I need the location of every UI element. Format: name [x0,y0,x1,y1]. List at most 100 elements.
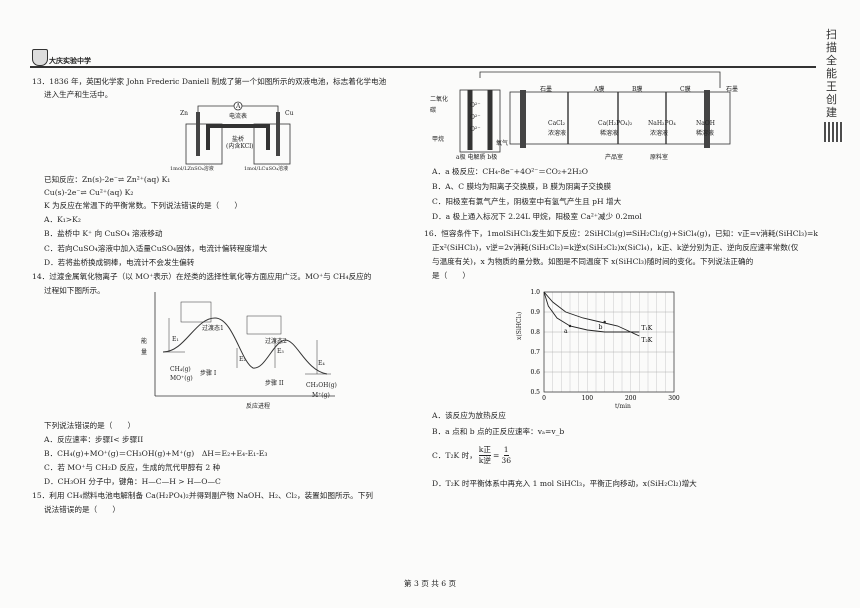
q15-o2-3: O²⁻ [470,126,481,133]
q14-xlabel: 反应进程 [246,403,271,410]
q14-reactant-1: CH₄(g) [170,366,191,373]
q14-product-1: CH₃OH(g) [306,382,337,389]
q15-membrane-c: C膜 [680,86,691,93]
q15-methane: 甲烷 [432,136,445,143]
chart-point-label: a [564,328,568,335]
q15-cell3b: 浓溶液 [650,130,669,137]
chart-ytick-label: 0.6 [530,369,540,376]
scanner-watermark: 扫描全能王 创建 [826,28,837,119]
q13-salt-bridge-note: (内含KCl) [226,143,254,150]
q16-stem-1: 16．恒容条件下，1molSiHCl₃发生如下反应：2SiHCl₃(g)⇌SiH… [424,229,819,238]
q16-option-c-kfrac: k正 k逆 [478,444,491,466]
chart-ytick-label: 0.8 [530,329,540,336]
chart-xtick-label: 300 [668,395,680,402]
q16-stem-2: 正x²(SiHCl₃)，v逆=2v消耗(SiH₂Cl₂)=k逆x(SiH₂Cl₂… [432,243,799,252]
q16-option-c-knum: k正 [478,444,491,456]
chart-series-line [543,291,640,333]
q14-option-c: C．若 MO⁺与 CH₂D 反应，生成的氘代甲醇有 2 种 [44,463,221,472]
q15-electrolysis-figure [459,71,731,153]
q15-option-b: B．A、C 膜均为阳离子交换膜，B 膜为阴离子交换膜 [432,182,612,191]
q15-cell4b: 稀溶液 [696,130,715,137]
q14-e1: E₁ [172,336,179,343]
q16-option-c: C．T₂K 时， k正 k逆 = 1 36 [432,444,511,466]
q13-right-solution: 1mol/LCuSO₄溶液 [244,166,289,172]
chart-ytick-label: 0.7 [530,349,540,356]
q16-option-d: D．T₂K 时平衡体系中再充入 1 mol SiHCl₃，平衡正向移动，x(Si… [432,479,697,488]
q16-stem-4: 是（ ） [432,271,470,280]
q14-prompt: 下列说法错误的是（ ） [44,421,136,430]
chart-xtick-label: 100 [582,395,594,402]
q13-cu-label: Cu [285,110,294,117]
q15-graphite-left: 石墨 [540,86,553,93]
q15-oxygen: 氧气 [496,140,509,147]
chart-frame [543,291,675,393]
q13-known-3: K 为反应在常温下的平衡常数。下列说法错误的是（ ） [44,201,242,210]
q13-stem-1: 13．1836 年，英国化学家 John Frederic Daniell 制成… [32,77,387,86]
q15-cell2: Ca(H₂PO₄)₂ [598,120,633,127]
chart-series-label: T₁K [641,325,652,332]
q14-option-b: B．CH₄(g)+MO⁺(g)＝CH₃OH(g)+M⁺(g) ΔH＝E₂+E₄-… [44,449,268,458]
chart-ytick-label: 0.5 [530,389,540,396]
q16-option-a: A．该反应为放热反应 [432,411,506,420]
q15-o2-2: O²⁻ [470,114,481,121]
q15-option-a: A．a 极反应：CH₄-8e⁻+4O²⁻＝CO₂+2H₂O [432,167,589,176]
q15-cell1: CaCl₂ [548,120,566,127]
q15-membrane-a: A膜 [594,86,605,93]
q13-ammeter-label: A [236,103,241,110]
q14-step2: 步骤 II [265,380,284,387]
q16-option-c-equals: = [493,450,500,460]
q13-option-b: B．盐桥中 K⁺ 向 CuSO₄ 溶液移动 [44,229,163,238]
q13-left-solution: 1mol/LZnSO₄溶液 [170,166,214,172]
q15-option-d: D．a 极上通入标况下 2.24L 甲烷，阳极室 Ca²⁺减少 0.2mol [432,212,642,221]
q13-option-c: C．若向CuSO₄溶液中加入适量CuSO₄固体，电流计偏转程度增大 [44,244,268,253]
q15-cell1b: 浓溶液 [548,130,567,137]
q15-option-c: C．阳极室有氯气产生，阴极室中有氢气产生且 pH 增大 [432,197,622,206]
q15-o2-1: O²⁻ [470,102,481,109]
q16-chart-xlabel: t/min [615,403,631,410]
chart-series-line [543,291,640,337]
q14-ts1: 过渡态1 [202,325,224,332]
q14-reactant-2: MO⁺(g) [170,375,193,382]
q14-option-a: A．反应速率：步骤I< 步骤II [44,435,144,444]
q16-option-c-value: 1 36 [501,445,511,466]
q14-stem-2: 过程如下图所示。 [44,286,105,295]
q13-known-2: Cu(s)-2e⁻⇌ Cu²⁺(aq) K₂ [44,188,134,197]
q14-option-d: D．CH₃OH 分子中，键角：H—C—H > H—O—C [44,477,221,486]
q15-cell4: NaOH [696,120,715,127]
chart-point-label: b [599,324,603,331]
q13-option-d: D．若将盐桥换成铜棒，电流计不会发生偏转 [44,258,195,267]
chart-xtick-label: 200 [625,395,637,402]
q14-e4: E₄ [318,360,325,367]
q15-graphite-right: 石墨 [726,86,739,93]
chart-point [568,324,572,328]
q14-energy-diagram [154,292,335,397]
chart-series-label: T₂K [641,337,652,344]
page-number: 第 3 页 共 6 页 [404,579,457,588]
q15-room-product: 产品室 [605,154,624,161]
q13-salt-bridge-label: 盐桥 [232,136,245,143]
q15-stem-1: 15．利用 CH₄燃料电池电解制备 Ca(H₂PO₄)₂并得到副产物 NaOH、… [32,491,373,500]
q13-option-a: A．K₁>K₂ [44,215,81,224]
q15-stem-2: 说法错误的是（ ） [44,505,120,514]
qr-code-icon [824,122,844,142]
q14-step1: 步骤 I [200,370,217,377]
q14-ts2: 过渡态2 [265,338,287,345]
header-rule [30,66,816,68]
chart-ytick-label: 0.9 [530,309,540,316]
q14-stem-1: 14．过渡金属氧化物离子（以 MO⁺表示）在烃类的选择性氧化等方面应用广泛。MO… [32,272,372,281]
chart-xtick-label: 0 [542,395,546,402]
chart-point [603,320,606,324]
q15-cell2b: 稀溶液 [600,130,619,137]
q13-known-1: 已知反应：Zn(s)-2e⁻⇌ Zn²⁺(aq) K₁ [44,175,171,184]
q14-product-2: M⁺(g) [312,392,330,399]
q15-electrolyte: a极 电解质 b极 [456,154,498,161]
q16-option-c-kden: k逆 [478,455,491,465]
q16-option-c-vnum: 1 [503,444,509,456]
q13-stem-2: 进入生产和生活中。 [44,90,113,99]
q14-e3: E₃ [277,348,284,355]
q16-chart: 0.5 0.6 0.7 0.8 0.9 1.0 0 100 200 300 T₁K T₂K a b [530,289,680,402]
q13-zn-label: Zn [180,110,189,117]
chart-ytick-label: 1.0 [530,289,540,296]
q16-option-b: B．a 点和 b 点的正反应速率：vₐ=v_b [432,427,565,436]
q15-membrane-b: B膜 [632,86,643,93]
